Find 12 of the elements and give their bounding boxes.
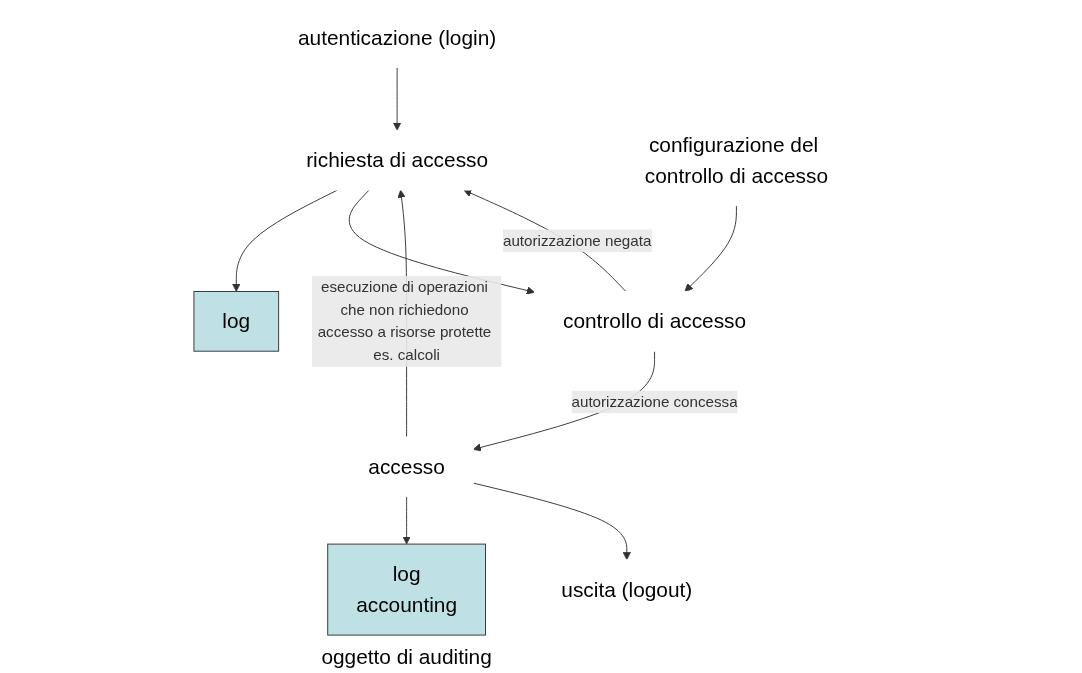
node-text: uscita (logout): [561, 577, 693, 602]
edge-label: esecuzione di operazioni che non richiedono accesso a risorse protette es. calcoli: [317, 278, 492, 364]
node-text: accesso: [368, 454, 445, 479]
node-text: richiesta di accesso: [306, 148, 489, 173]
node-text: configurazione del controllo di accesso: [644, 132, 828, 188]
edge-label: autorizzazione concessa: [571, 393, 738, 410]
node-box: log: [193, 291, 280, 352]
node-box: log accounting: [327, 543, 486, 636]
node-text: autenticazione (login): [298, 25, 497, 50]
node-caption: oggetto di auditing: [321, 644, 492, 668]
edge-label: autorizzazione negata: [502, 232, 652, 249]
node-text: controllo di accesso: [563, 309, 747, 334]
